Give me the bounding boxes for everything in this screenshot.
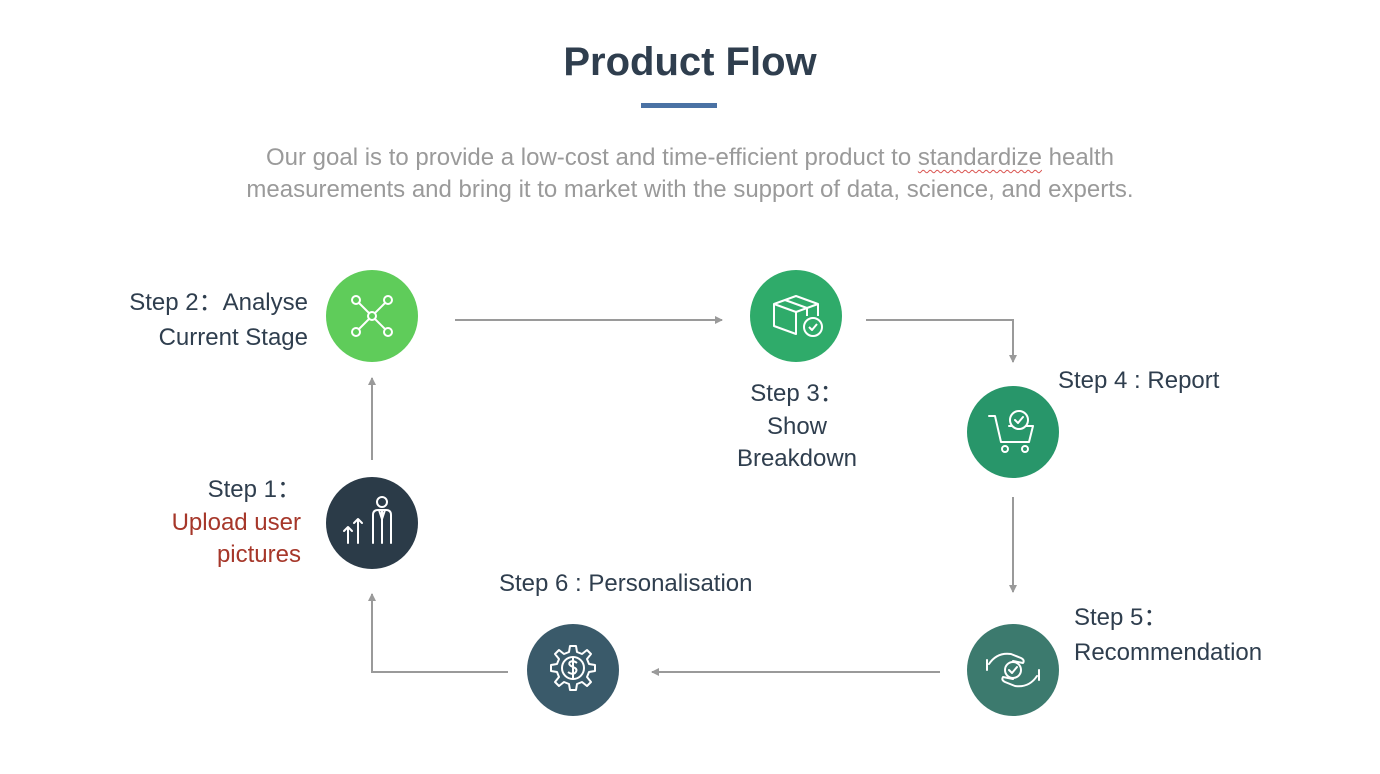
step3-label: Step 3： Show Breakdown [700, 377, 894, 474]
step6-circle [527, 624, 619, 716]
step3-circle [750, 270, 842, 362]
step4-circle [967, 386, 1059, 478]
subtitle-text-start: Our goal is to provide a low-cost and ti… [265, 144, 918, 171]
step1-desc-line2: pictures [216, 541, 301, 568]
step5-label: Step 5： Recommendation [1074, 601, 1262, 669]
package-check-icon [773, 295, 823, 337]
step2-label: Step 2：Analyse Current Stage [60, 286, 308, 354]
page-title: Product Flow [563, 40, 817, 84]
network-nodes-icon [351, 295, 393, 337]
step5-circle [967, 624, 1059, 716]
subtitle-text-end: health [1041, 144, 1115, 171]
subtitle-spellcheck-word: standardize [917, 144, 1042, 171]
step5-title: Step 5： [1074, 604, 1168, 631]
step2-title: Step 2：Analyse [129, 289, 308, 316]
growth-person-icon [343, 496, 392, 544]
step2-desc: Current Stage [158, 324, 308, 351]
title-underline [641, 103, 717, 108]
step2-circle [326, 270, 418, 362]
step1-label: Step 1： Upload user pictures [100, 473, 301, 570]
step4-label: Step 4 : Report [1058, 367, 1220, 394]
step1-desc-line1: Upload user [171, 509, 301, 536]
step5-desc: Recommendation [1074, 639, 1263, 666]
step1-title: Step 1： [207, 476, 301, 503]
gear-dollar-icon [550, 645, 596, 691]
arrow-step6-to-step1 [368, 593, 508, 673]
step6-label: Step 6 : Personalisation [499, 570, 753, 597]
page-subtitle: Our goal is to provide a low-cost and ti… [140, 142, 1240, 206]
subtitle-line-2: measurements and bring it to market with… [246, 176, 1134, 203]
step3-desc-line2: Breakdown [736, 445, 858, 472]
arrow-step3-to-step4 [866, 319, 1017, 363]
step1-circle [326, 477, 418, 569]
hands-check-icon [986, 652, 1040, 688]
step3-desc-line1: Show [766, 413, 828, 440]
step3-title: Step 3： [750, 380, 844, 407]
cart-check-icon [988, 410, 1034, 453]
